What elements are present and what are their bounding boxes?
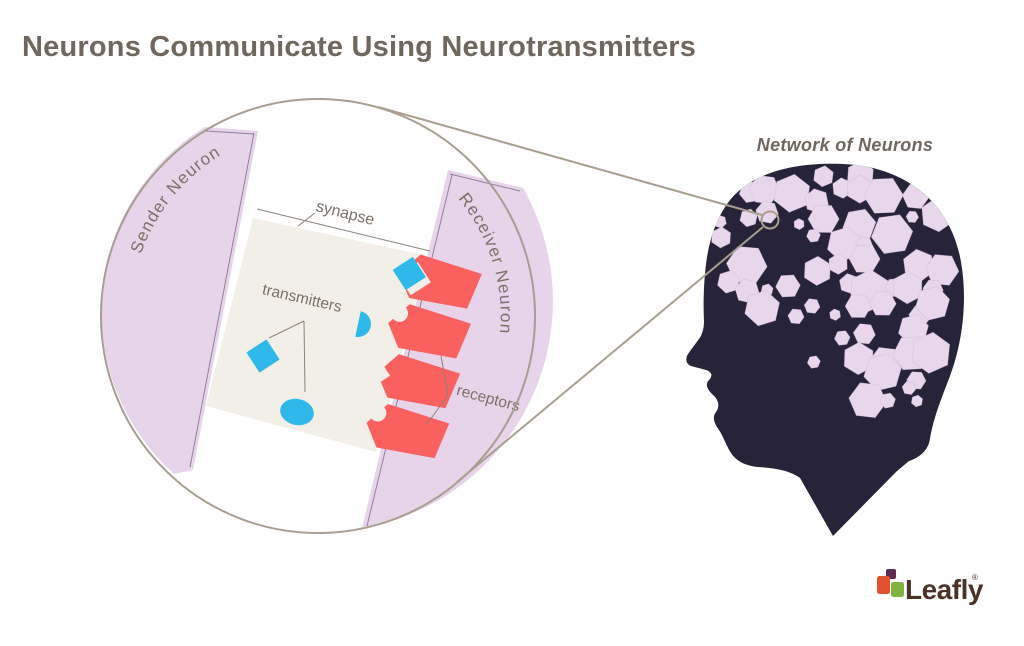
receptor-diamond-notch: [364, 360, 391, 386]
neuron-hexagon: [892, 270, 923, 305]
transmitter-diamond-docked: [392, 256, 426, 291]
neuron-hexagon: [775, 274, 801, 298]
neuron-hexagon: [870, 214, 914, 254]
neuron-hexagon: [868, 291, 897, 316]
transmitter-ellipse: [280, 398, 314, 426]
neuron-hexagon: [829, 308, 841, 321]
neuron-hexagon: [844, 294, 872, 318]
receptor-shape: [377, 354, 461, 409]
neuron-hexagon: [744, 290, 780, 327]
neuron-hexagon: [879, 392, 896, 409]
receptor-round-notch: [369, 404, 387, 422]
neuron-hexagon: [843, 341, 874, 376]
receptor-round-notch: [391, 304, 409, 322]
sender-neuron-shape: [101, 127, 258, 474]
logo-orange-square-icon: [877, 576, 890, 594]
head-caption: Network of Neurons: [757, 135, 933, 155]
transmitters-pointer-line: [268, 320, 305, 339]
neuron-hexagon: [911, 394, 923, 408]
brand-wordmark: Leafly: [905, 574, 984, 605]
synapse-gap: [206, 218, 428, 452]
sender-neuron-top-edge-line: [205, 130, 255, 135]
neuron-hexagon: [806, 355, 821, 369]
neuron-hexagon: [915, 286, 950, 321]
sender-neuron-edge-line: [189, 132, 255, 468]
registered-trademark-symbol: ®: [972, 573, 978, 582]
transmitter-diamond: [246, 339, 280, 373]
neuron-hexagon: [717, 270, 741, 294]
callout-line-top: [377, 106, 763, 216]
neuron-hexagon: [901, 381, 917, 395]
receiver-neuron-top-edge-line: [449, 173, 521, 192]
receptor-column: [364, 254, 482, 459]
synapse-label: synapse: [314, 198, 376, 229]
neuron-hexagon: [813, 165, 834, 188]
neuron-hexagon: [787, 308, 805, 325]
magnifier-circle: [100, 98, 536, 534]
neuron-hexagon-field: [711, 163, 960, 418]
receptor-shape: [366, 403, 450, 459]
callout-line-bottom: [456, 226, 764, 483]
neuron-hexagon: [852, 323, 876, 345]
callout-focus-ring: [760, 210, 780, 230]
neuron-hexagon: [911, 331, 951, 374]
neuron-hexagon: [773, 173, 810, 213]
brand-logo: Leafly ®: [877, 569, 984, 605]
receptors-pointer-line: [426, 394, 449, 425]
neuron-hexagon: [803, 298, 821, 314]
neuron-hexagon: [905, 210, 920, 223]
neuron-hexagon: [793, 218, 805, 231]
neuron-hexagon: [848, 382, 887, 418]
logo-green-square-icon: [891, 582, 904, 597]
synapse-gap-line: [256, 208, 431, 252]
neuron-hexagon: [828, 253, 848, 275]
transmitters-pointer-line: [303, 320, 306, 393]
neuron-hexagon: [806, 228, 821, 243]
receptor-shape: [388, 304, 471, 359]
neuron-hexagon: [833, 330, 851, 346]
receiver-neuron-edge-line: [366, 174, 453, 527]
page-title: Neurons Communicate Using Neurotransmitt…: [22, 31, 696, 63]
transmitter-halfdisc: [355, 311, 371, 337]
receptors-pointer-line: [440, 355, 449, 396]
synapse-pointer-line: [297, 212, 316, 227]
neuron-hexagon: [924, 254, 960, 286]
